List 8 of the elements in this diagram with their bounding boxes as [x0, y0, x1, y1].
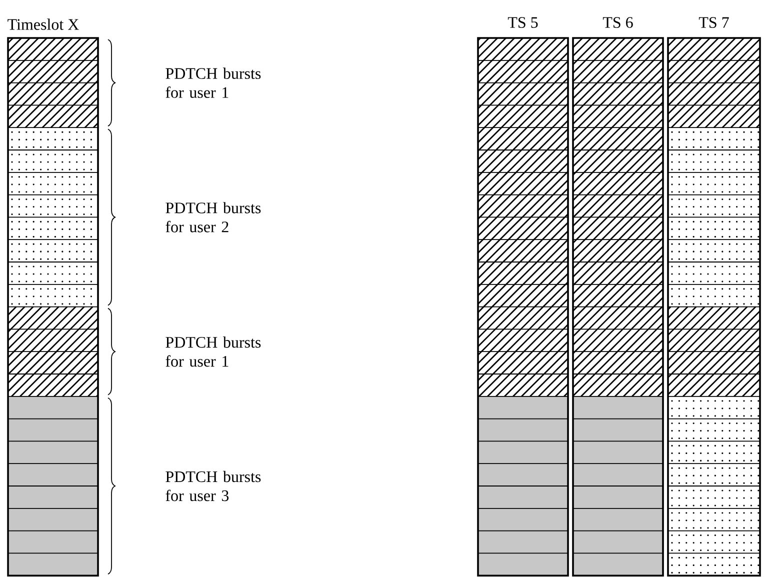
- brace-label: PDTCH bursts for user 1: [166, 68, 261, 98]
- brace-label: PDTCH bursts for user 2: [166, 202, 261, 232]
- column-heading: TS 5: [508, 17, 538, 28]
- column-heading: Timeslot X: [8, 18, 79, 30]
- column-heading: TS 6: [602, 17, 633, 28]
- column-heading: TS 7: [698, 17, 729, 28]
- brace-label: PDTCH bursts for user 1: [166, 336, 261, 367]
- brace-label: PDTCH bursts for user 3: [166, 470, 261, 502]
